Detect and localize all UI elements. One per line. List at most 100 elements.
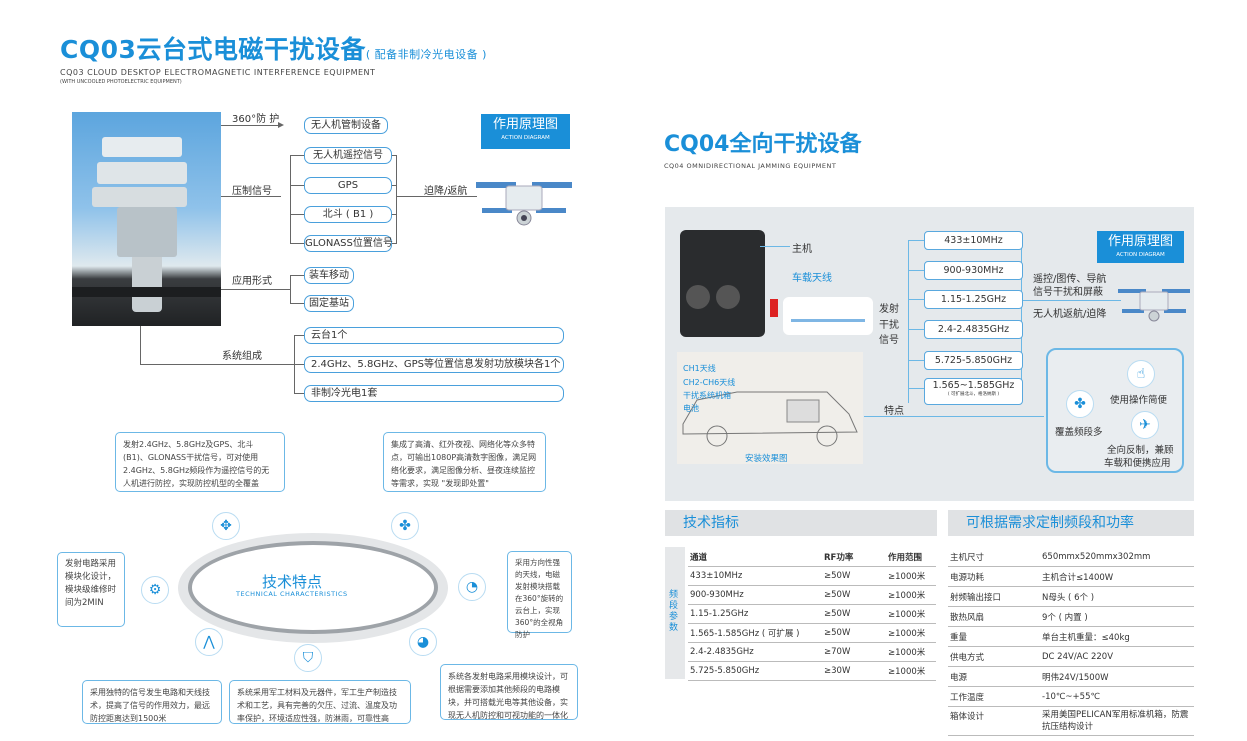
cq03-badge-title: 作用原理图	[492, 117, 558, 132]
fan-feature-icon: ✤	[1066, 390, 1094, 418]
suppress-box-2: GPS	[304, 177, 392, 194]
application-box-1: 装车移动	[304, 267, 354, 284]
effect-1-line-2: 信号干扰和屏蔽	[1033, 287, 1103, 298]
table-cell: ≥1000米	[886, 623, 936, 643]
table-row: 433±10MHz≥50W≥1000米	[688, 566, 936, 586]
tech-card-6: 系统采用军工材料及元器件，军工生产制造技术和工艺，具有完善的欠压、过流、温度及功…	[229, 680, 411, 724]
table-cell: ≥1000米	[886, 566, 936, 586]
table-cell: ≥30W	[822, 661, 886, 681]
tech-card-2: 集成了高清、红外夜视、网络化等众多特点，可输出1080P高清数字图像，满足网络化…	[383, 432, 546, 492]
suppress-label: 压制信号	[232, 186, 272, 197]
protect-box: 无人机管制设备	[304, 117, 388, 134]
cq03-title: CQ03云台式电磁干扰设备( 配备非制冷光电设备 )	[60, 30, 487, 66]
table-cell: ≥1000米	[886, 642, 936, 662]
table-cell: 650mmx520mmx302mm	[1040, 547, 1194, 567]
freq-note: ( 可扩展北斗，格洛纳斯 )	[947, 392, 1000, 397]
emit-label-2: 干扰	[879, 320, 899, 331]
table-cell: -10℃~+55℃	[1040, 686, 1194, 707]
tech-card-7: 系统各发射电路采用模块设计，可根据需要添加其他频段的电路模块，并可搭载光电等其他…	[440, 664, 578, 720]
table-cell: 电源功耗	[948, 566, 1040, 587]
tech-card-5: 采用独特的信号发生电路和天线技术，提高了信号的作用效力，最远防控距离达到1500…	[82, 680, 222, 724]
spec-header-row: 通道 RF功率 作用范围	[688, 548, 936, 567]
freq-box-6-text: 1.565~1.585GHz	[932, 380, 1015, 391]
host-power-switch	[770, 299, 778, 317]
cq04-action-diagram-badge: 作用原理图 ACTION DIAGRAM	[1097, 231, 1184, 263]
table-cell: 供电方式	[948, 646, 1040, 667]
table-cell: 射频输出接口	[948, 586, 1040, 607]
tech-title: 技术特点	[262, 573, 323, 591]
table-cell: ≥50W	[822, 604, 886, 624]
table-cell: 主机尺寸	[948, 547, 1040, 567]
spec-header-channel: 通道	[688, 548, 822, 567]
table-row: 重量单台主机重量：≤40kg	[948, 626, 1194, 647]
table-cell: N母头 ( 6个 )	[1040, 586, 1194, 607]
table-cell: 1.15-1.25GHz	[688, 604, 822, 624]
table-row: 电源功耗主机合计≤1400W	[948, 566, 1194, 587]
gear-icon: ⚙	[141, 576, 169, 604]
car-install-image	[677, 352, 863, 464]
table-row: 2.4-2.4835GHz≥70W≥1000米	[688, 642, 936, 662]
freq-box-2: 900-930MHz	[924, 261, 1023, 280]
spec-section-header: 技术指标	[665, 510, 937, 536]
spec-side-bar	[665, 547, 685, 679]
satellite-icon: ✈	[1131, 411, 1159, 439]
cq03-subtitle-en2: (WITH UNCOOLED PHOTOELECTRIC EQUIPMENT)	[60, 79, 182, 85]
cq03-badge-en: ACTION DIAGRAM	[501, 135, 550, 141]
table-cell: ≥1000米	[886, 604, 936, 624]
emit-label-3: 信号	[879, 335, 899, 346]
tech-card-4: 采用方向性强的天线，电磁发射模块搭载在360°旋转的云台上，实现360°的全视角…	[507, 551, 572, 639]
table-cell: ≥70W	[822, 642, 886, 662]
feature-2: 覆盖频段多	[1055, 427, 1103, 438]
feature-3: 全向反制，兼顾	[1107, 445, 1174, 456]
system-box-2: 2.4GHz、5.8GHz、GPS等位置信息发射功放模块各1个	[304, 356, 564, 373]
table-cell: 2.4-2.4835GHz	[688, 642, 822, 662]
application-label: 应用形式	[232, 276, 272, 287]
table-cell: 明伟24V/1500W	[1040, 666, 1194, 687]
suppress-box-3: 北斗 ( B1 )	[304, 206, 392, 223]
table-row: 箱体设计采用美国PELICAN军用标准机箱，防震抗压结构设计	[948, 706, 1194, 736]
cq03-title-text: CQ03云台式电磁干扰设备	[60, 35, 366, 64]
drone-icon	[476, 182, 572, 226]
feature-4: 车载和便携应用	[1104, 458, 1171, 469]
table-cell: 5.725-5.850GHz	[688, 661, 822, 681]
table-cell: 采用美国PELICAN军用标准机箱，防震抗压结构设计	[1040, 706, 1194, 736]
vehicle-antenna-image	[783, 297, 873, 335]
freq-box-1: 433±10MHz	[924, 231, 1023, 250]
table-cell: 1.565-1.585GHz ( 可扩展 )	[688, 623, 822, 643]
table-row: 电源明伟24V/1500W	[948, 666, 1194, 687]
cq03-title-note: ( 配备非制冷光电设备 )	[365, 48, 487, 61]
shield-icon: ⛉	[294, 644, 322, 672]
table-row: 5.725-5.850GHz≥30W≥1000米	[688, 661, 936, 681]
table-cell: 电源	[948, 666, 1040, 687]
features-label: 特点	[884, 406, 904, 417]
cq03-device-photo	[72, 112, 221, 326]
spec-table: 通道 RF功率 作用范围 433±10MHz≥50W≥1000米 900-930…	[688, 548, 936, 681]
system-box-3: 非制冷光电1套	[304, 385, 564, 402]
cq03-action-diagram-badge: 作用原理图 ACTION DIAGRAM	[481, 114, 570, 149]
car-label-3: 干扰系统机箱	[683, 391, 731, 400]
freq-box-5: 5.725-5.850GHz	[924, 351, 1023, 370]
custom-section-header: 可根据需求定制频段和功率	[948, 510, 1194, 536]
table-row: 工作温度-10℃~+55℃	[948, 686, 1194, 707]
car-label-2: CH2-CH6天线	[683, 378, 736, 387]
system-label: 系统组成	[222, 351, 262, 362]
cq03-subtitle-en: CQ03 CLOUD DESKTOP ELECTROMAGNETIC INTER…	[60, 68, 376, 77]
car-label-1: CH1天线	[683, 364, 716, 373]
spec-header-power: RF功率	[822, 548, 886, 567]
drone-target-icon: ✥	[212, 512, 240, 540]
fan-icon: ✤	[391, 512, 419, 540]
spec-header-range: 作用范围	[886, 548, 936, 567]
radar-icon: ◔	[458, 573, 486, 601]
protect-label: 360°防 护	[232, 114, 280, 125]
tech-card-3: 发射电路采用模块化设计，模块级维修时间为2MIN	[57, 552, 125, 627]
freq-box-3: 1.15-1.25GHz	[924, 290, 1023, 309]
table-cell: DC 24V/AC 220V	[1040, 646, 1194, 667]
cq04-badge-en: ACTION DIAGRAM	[1116, 252, 1165, 258]
spec-side-label: 频段参数	[669, 590, 679, 633]
system-box-1: 云台1个	[304, 327, 564, 344]
car-label-4: 电池	[683, 404, 699, 413]
freq-box-4: 2.4-2.4835GHz	[924, 320, 1023, 339]
hand-touch-icon: ☝	[1127, 360, 1155, 388]
